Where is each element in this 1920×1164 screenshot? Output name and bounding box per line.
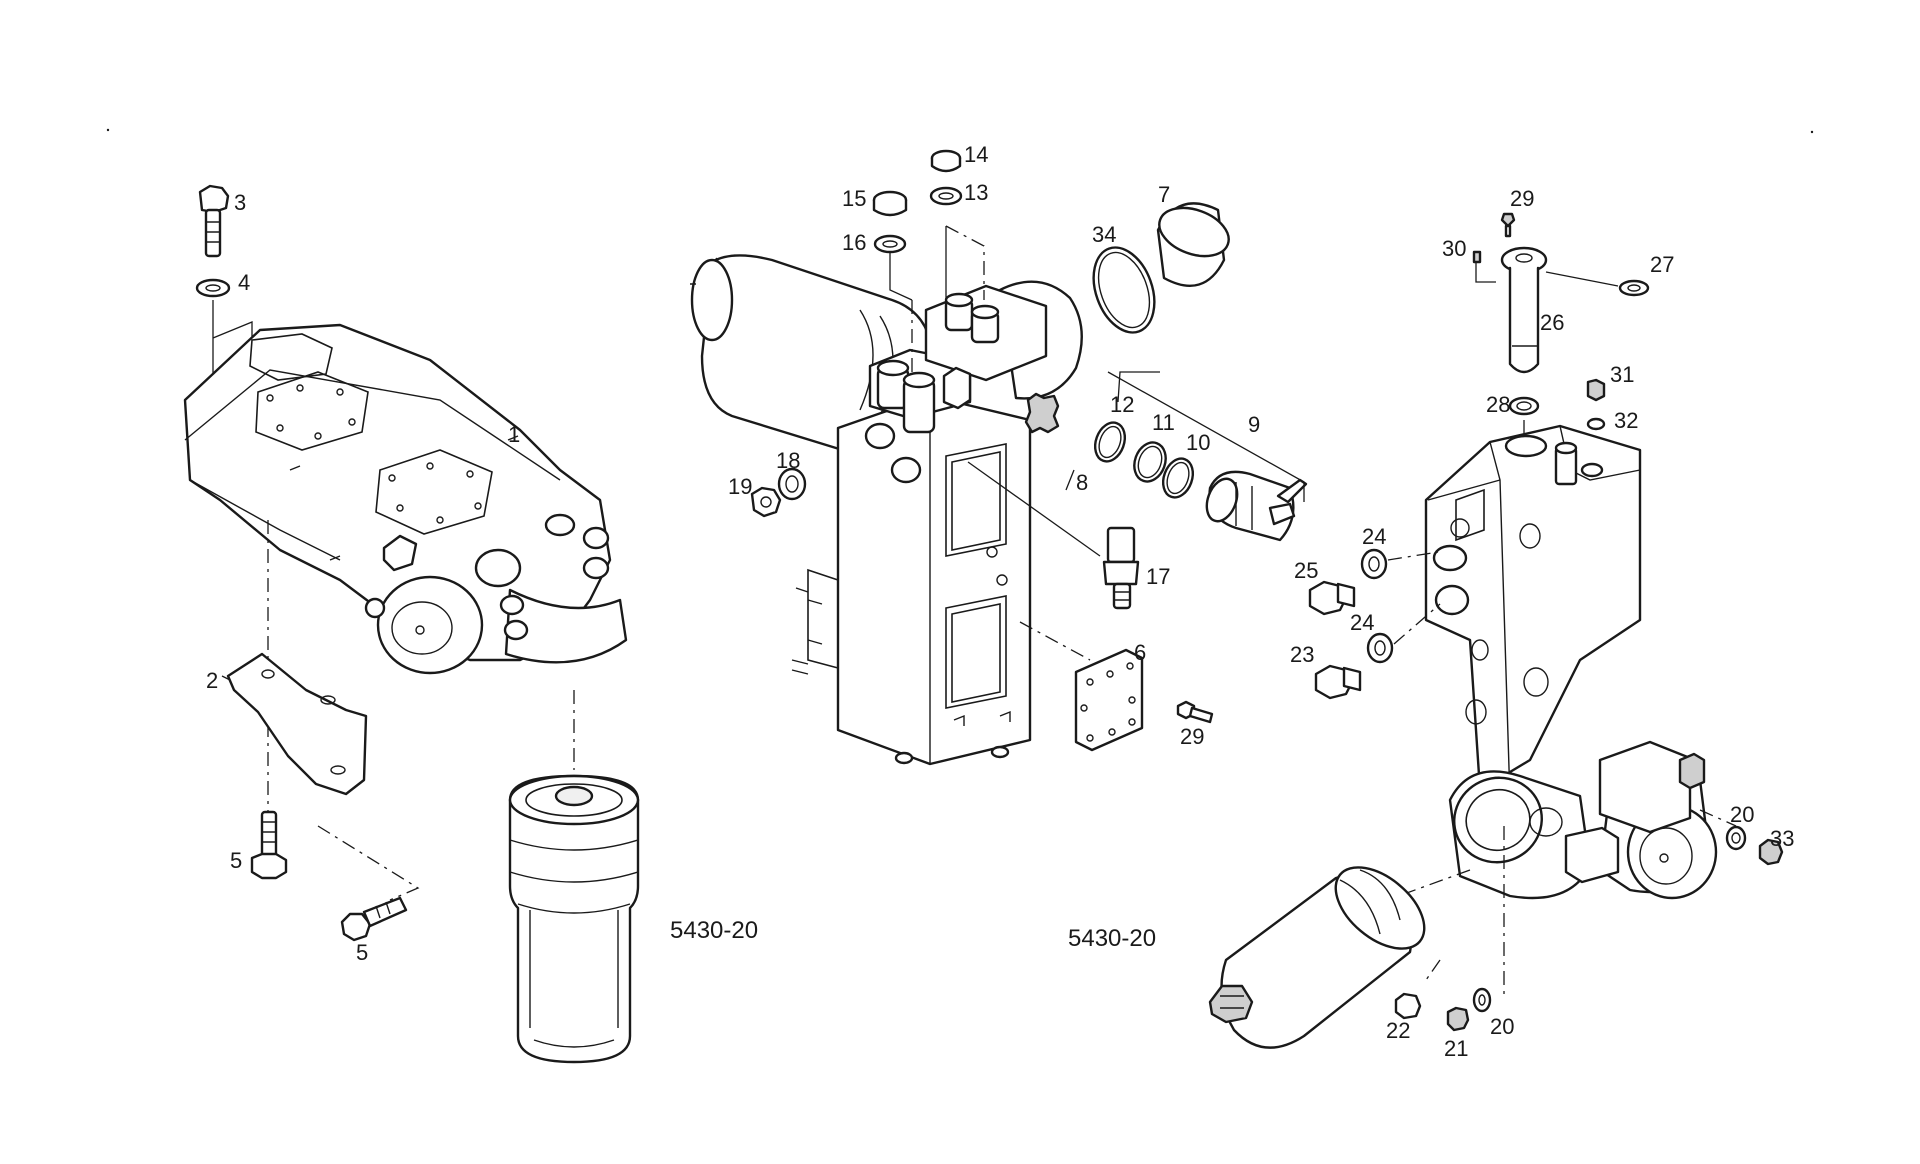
callout-17: 17 xyxy=(1146,564,1170,589)
cover-plate-6 xyxy=(1074,648,1144,752)
right-assembly xyxy=(1208,212,1784,1049)
callout-20a: 20 xyxy=(1730,802,1754,827)
callout-30: 30 xyxy=(1442,236,1466,261)
filter-cartridge-right xyxy=(1208,866,1426,1049)
callout-26: 26 xyxy=(1540,310,1564,335)
callout-5b: 5 xyxy=(356,940,368,965)
callout-10: 10 xyxy=(1186,430,1210,455)
callout-23: 23 xyxy=(1290,642,1314,667)
bracket-2 xyxy=(226,652,368,796)
plug-33 xyxy=(1758,838,1784,866)
washer-13 xyxy=(929,186,963,206)
filter-head-body xyxy=(791,284,1060,766)
callout-3: 3 xyxy=(234,190,246,215)
callout-21: 21 xyxy=(1444,1036,1468,1061)
o-ring-11 xyxy=(1133,441,1167,483)
callout-18: 18 xyxy=(776,448,800,473)
o-ring-10 xyxy=(1161,457,1195,499)
callout-6: 6 xyxy=(1134,640,1146,665)
callout-27: 27 xyxy=(1650,252,1674,277)
left-assembly xyxy=(183,184,640,1064)
callout-15: 15 xyxy=(842,186,866,211)
washer-18 xyxy=(777,467,807,501)
callout-29b: 29 xyxy=(1180,724,1204,749)
sensor-17 xyxy=(1102,526,1140,610)
tube-26 xyxy=(1500,246,1548,374)
o-ring-12 xyxy=(1093,421,1127,463)
washer-24a xyxy=(1360,548,1388,580)
plug-31 xyxy=(1586,378,1606,402)
reference-right: 5430-20 xyxy=(1068,925,1156,952)
washer-20-bottom xyxy=(1472,987,1492,1013)
callout-8: 8 xyxy=(1076,470,1088,495)
callout-5a: 5 xyxy=(230,848,242,873)
plug-22 xyxy=(1394,992,1422,1020)
callout-9: 9 xyxy=(1248,412,1260,437)
callout-28: 28 xyxy=(1486,392,1510,417)
washer-28 xyxy=(1508,396,1540,416)
callout-14: 14 xyxy=(964,142,988,167)
cap-14 xyxy=(930,149,962,173)
valve-9 xyxy=(1205,470,1308,542)
nut-19 xyxy=(750,486,782,518)
washer-32 xyxy=(1586,417,1606,431)
nut-21 xyxy=(1446,1006,1470,1032)
callout-4: 4 xyxy=(238,270,250,295)
washer-24b xyxy=(1366,632,1394,664)
bolt-3 xyxy=(198,184,230,258)
callout-16: 16 xyxy=(842,230,866,255)
screw-29-right xyxy=(1500,212,1516,238)
filter-housing-right xyxy=(1424,424,1718,900)
callout-22: 22 xyxy=(1386,1018,1410,1043)
callout-34: 34 xyxy=(1092,222,1116,247)
corner-mark-right xyxy=(1810,130,1814,134)
washer-27 xyxy=(1618,279,1650,297)
callout-31: 31 xyxy=(1610,362,1634,387)
callout-labels: 3 4 1 2 5 5 14 13 15 16 34 7 12 11 10 9 … xyxy=(206,142,1794,1061)
o-ring-34 xyxy=(1092,246,1156,334)
washer-16 xyxy=(873,234,907,254)
callout-1: 1 xyxy=(508,422,520,447)
callout-2: 2 xyxy=(206,668,218,693)
corner-mark-left xyxy=(106,128,110,132)
callout-20b: 20 xyxy=(1490,1014,1514,1039)
callout-19: 19 xyxy=(728,474,752,499)
bolt-29-middle xyxy=(1176,700,1214,724)
callout-13: 13 xyxy=(964,180,988,205)
middle-assembly xyxy=(690,149,1308,766)
pin-30 xyxy=(1472,250,1482,264)
callout-24a: 24 xyxy=(1362,524,1386,549)
callout-25: 25 xyxy=(1294,558,1318,583)
callout-11: 11 xyxy=(1152,410,1175,435)
cap-7 xyxy=(1156,202,1230,287)
filter-cartridge-left xyxy=(508,774,640,1064)
washer-20-right xyxy=(1725,825,1747,851)
plug-25 xyxy=(1308,580,1356,616)
callout-24b: 24 xyxy=(1350,610,1374,635)
cap-15 xyxy=(872,190,908,217)
plug-23 xyxy=(1314,664,1362,700)
callout-29a: 29 xyxy=(1510,186,1534,211)
callout-32: 32 xyxy=(1614,408,1638,433)
callout-33: 33 xyxy=(1770,826,1794,851)
filter-housing-1 xyxy=(183,323,628,675)
bolt-5b xyxy=(340,896,408,942)
reference-left: 5430-20 xyxy=(670,917,758,944)
bolt-5a xyxy=(250,810,288,880)
washer-4 xyxy=(195,278,231,298)
callout-12: 12 xyxy=(1110,392,1134,417)
callout-7: 7 xyxy=(1158,182,1170,207)
